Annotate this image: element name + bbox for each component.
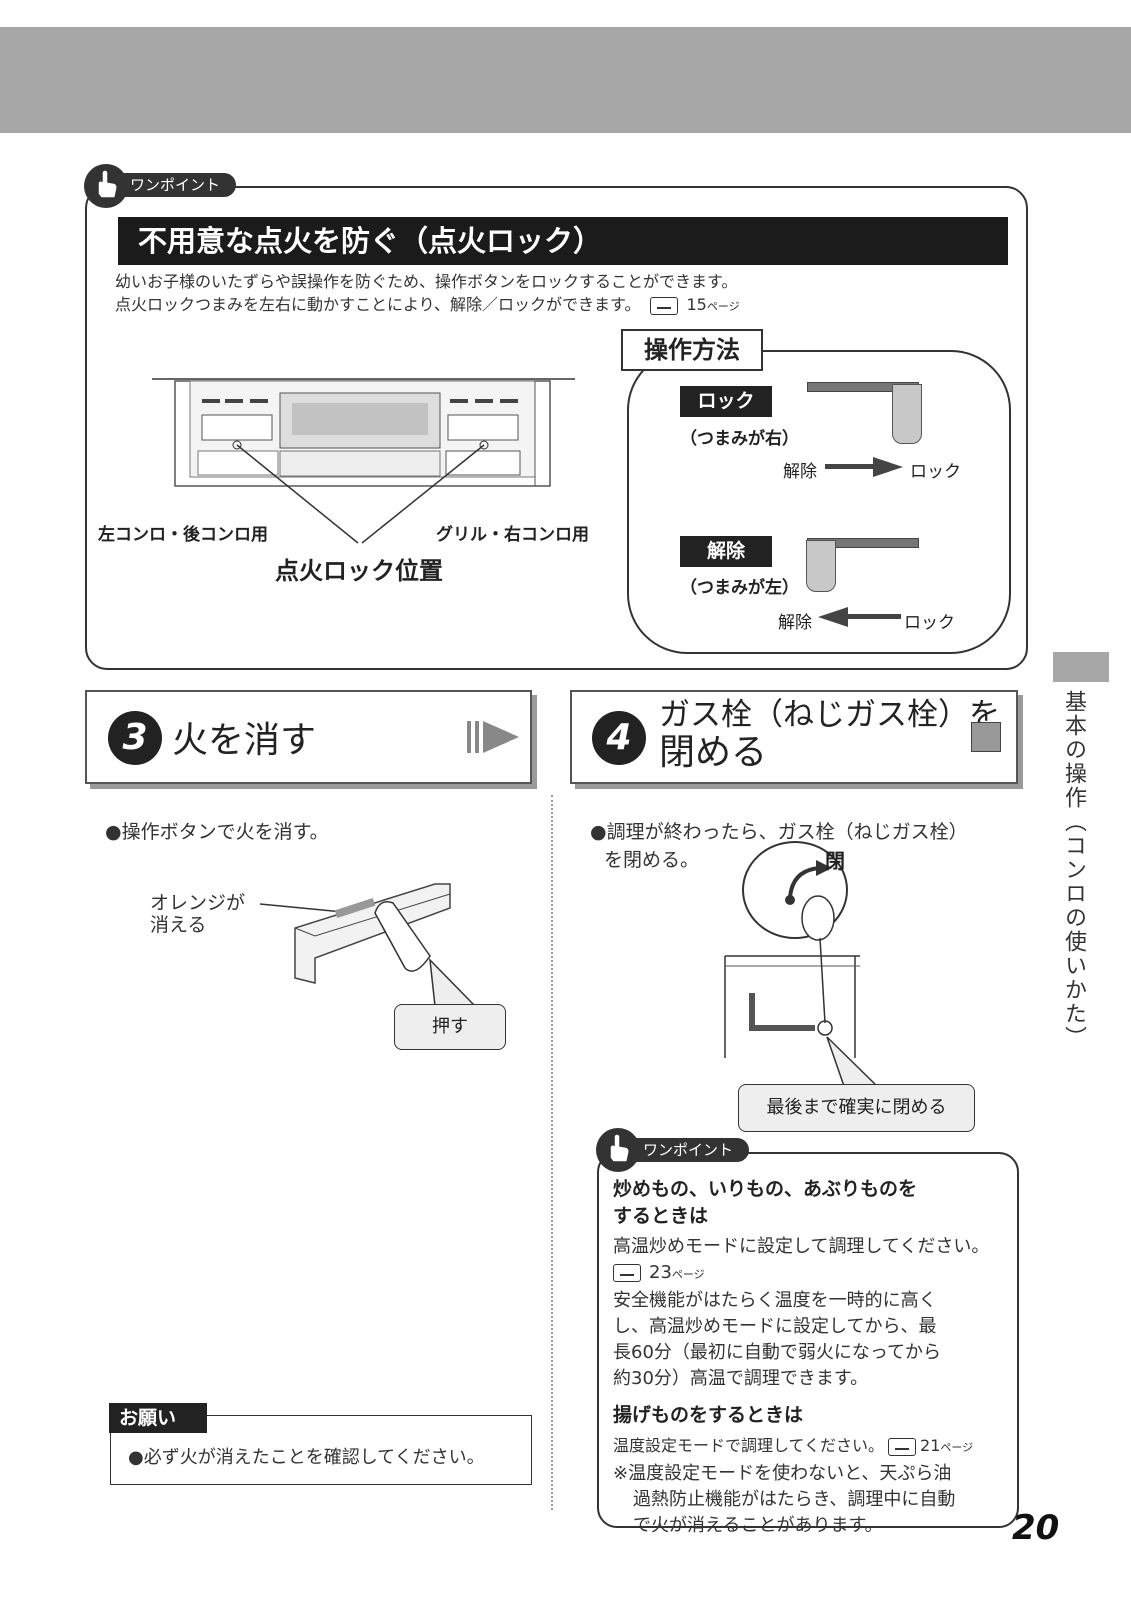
- step4-instruction-line2: を閉める。: [604, 849, 700, 871]
- op2-heading-1-line1: 炒めもの、いりもの、あぶりものを: [613, 1178, 918, 1200]
- step4-title-line2: 閉める: [659, 732, 768, 773]
- label-left-burners: 左コンロ・後コンロ用: [98, 525, 268, 545]
- one-point-2-box: [597, 1152, 1019, 1528]
- lock-tag: ロック: [680, 386, 772, 417]
- op2-text-4-line3: で火が消えることがあります。: [633, 1515, 883, 1536]
- gas-valve-illustration: [724, 841, 860, 1058]
- step3-number: 3: [108, 711, 162, 765]
- unlock-arrow-to: ロック: [904, 613, 955, 633]
- orange-label: オレンジが 消える: [150, 892, 245, 936]
- unlock-knob: [806, 540, 836, 592]
- one-point-badge: ワンポイント: [122, 173, 237, 197]
- step3-instruction: ●操作ボタンで火を消す。: [105, 821, 329, 843]
- unlock-desc: （つまみが左）: [680, 578, 799, 598]
- request-box: [110, 1415, 532, 1485]
- orange-label-line1: オレンジが: [150, 892, 246, 914]
- control-panel-illustration: [152, 378, 575, 487]
- op2-text-2-line4: 約30分）高温で調理できます。: [613, 1368, 869, 1389]
- label-grill-right: グリル・右コンロ用: [436, 525, 589, 545]
- title-bar: [118, 217, 1008, 265]
- intro-line-2-text: 点火ロックつまみを左右に動かすことにより、解除／ロックができます。: [115, 295, 641, 314]
- lock-desc: （つまみが右）: [680, 429, 799, 449]
- op2-ref-2-page[interactable]: 21: [920, 1436, 941, 1455]
- label-lock-position: 点火ロック位置: [275, 557, 443, 585]
- step4-title: ガス栓（ねじガス栓）を 閉める: [659, 697, 1000, 773]
- end-square-icon: [971, 722, 1001, 752]
- reference-icon: [650, 296, 679, 315]
- press-callout: 押す: [394, 1004, 506, 1050]
- op2-text-2-line3: 長60分（最初に自動で弱火になってから: [613, 1342, 942, 1363]
- step4-instruction-line1: ●調理が終わったら、ガス栓（ねじガス栓）: [590, 821, 968, 843]
- column-divider: [551, 795, 553, 1510]
- header-band: [0, 27, 1131, 133]
- close-callout: 最後まで確実に閉める: [738, 1084, 975, 1132]
- side-tab-marker: [1053, 652, 1109, 682]
- unlock-arrow-from: 解除: [778, 613, 812, 633]
- op2-text-3-body: 温度設定モードで調理してください。: [613, 1436, 885, 1455]
- op2-ref-1: 23ページ: [613, 1260, 1008, 1288]
- lock-arrow-to: ロック: [910, 462, 961, 482]
- op2-ref-1-suffix: ページ: [671, 1268, 705, 1281]
- close-label: 閉: [825, 849, 845, 873]
- one-point-2-content: 炒めもの、いりもの、あぶりものを するときは 高温炒めモードに設定して調理してく…: [613, 1176, 1008, 1539]
- op2-ref-2-suffix: ページ: [940, 1441, 974, 1454]
- reference-icon: [888, 1437, 917, 1456]
- arrow-left-icon: [818, 607, 901, 627]
- one-point-2-badge: ワンポイント: [635, 1138, 750, 1162]
- one-point-box: [85, 186, 1028, 670]
- section-title: 不用意な点火を防ぐ（点火ロック）: [138, 224, 603, 258]
- op2-ref-1-page[interactable]: 23: [649, 1262, 672, 1283]
- unlock-tag: 解除: [680, 536, 772, 567]
- step4-title-line1: ガス栓（ねじガス栓）を: [659, 697, 1000, 733]
- intro-text: 幼いお子様のいたずらや誤操作を防ぐため、操作ボタンをロックすることができます。 …: [115, 270, 740, 318]
- method-title: 操作方法: [621, 329, 763, 371]
- button-press-illustration: [259, 883, 451, 984]
- op2-text-1: 高温炒めモードに設定して調理してください。: [613, 1236, 990, 1257]
- pointing-hand-icon: [84, 164, 128, 208]
- page-number: 20: [1012, 1508, 1060, 1548]
- lock-position-pointer-lines: [232, 440, 489, 544]
- op2-text-3: 温度設定モードで調理してください。 21ページ: [613, 1433, 1008, 1461]
- op2-text-2-line1: 安全機能がはたらく温度を一時的に高く: [613, 1290, 937, 1311]
- op2-text-4-line2: 過熱防止機能がはたらき、調理中に自動: [633, 1489, 956, 1510]
- next-arrow-icon: [467, 721, 519, 753]
- pointing-hand-icon-2: [596, 1128, 640, 1172]
- request-text: ●必ず火が消えたことを確認してください。: [128, 1447, 485, 1468]
- op2-text-4-line1: ※温度設定モードを使わないと、天ぷら油: [613, 1463, 952, 1484]
- lock-arrow-from: 解除: [783, 462, 817, 482]
- op2-heading-2: 揚げものをするときは: [613, 1404, 804, 1426]
- ref-suffix: ページ: [706, 300, 740, 313]
- reference-icon: [613, 1264, 641, 1282]
- ref-page[interactable]: 15: [686, 295, 707, 314]
- arrow-right-icon: [825, 457, 903, 477]
- intro-line-1: 幼いお子様のいたずらや誤操作を防ぐため、操作ボタンをロックすることができます。: [115, 272, 738, 291]
- intro-line-2: 点火ロックつまみを左右に動かすことにより、解除／ロックができます。 15ページ: [115, 293, 740, 318]
- request-label: お願い: [109, 1403, 207, 1433]
- orange-label-line2: 消える: [150, 914, 207, 936]
- step4-number: 4: [592, 711, 646, 765]
- op2-heading-1-line2: するときは: [613, 1205, 709, 1227]
- step4-instruction: ●調理が終わったら、ガス栓（ねじガス栓） を閉める。: [590, 818, 968, 874]
- step3-title: 火を消す: [172, 720, 317, 761]
- side-tab-label: 基本の操作（コンロの使いかた）: [1061, 690, 1086, 1050]
- lock-knob: [892, 384, 922, 444]
- op2-text-2-line2: し、高温炒めモードに設定してから、最: [613, 1316, 937, 1337]
